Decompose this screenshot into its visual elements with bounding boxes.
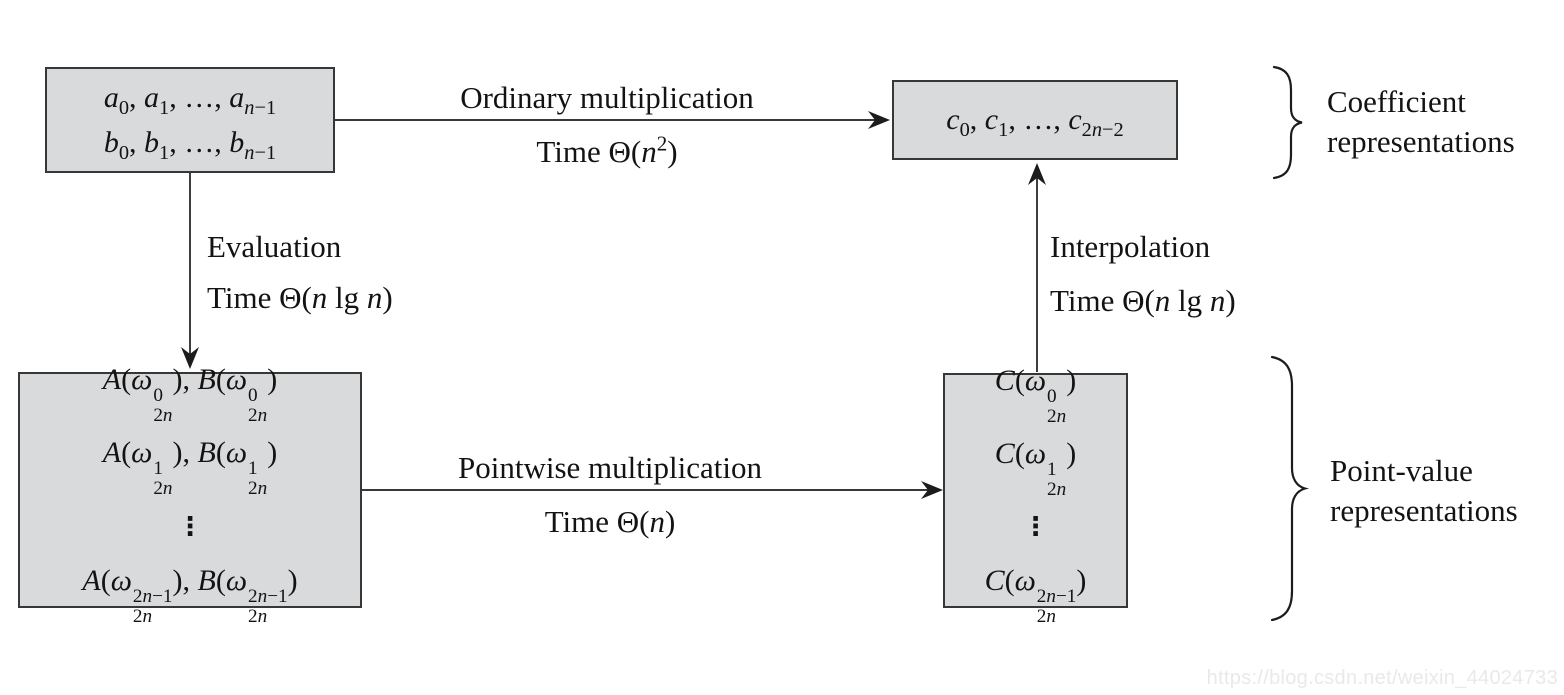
coefficients-c-line: c0, c1, …, c2n−2: [946, 103, 1124, 141]
csdn-watermark: https://blog.csdn.net/weixin_44024733: [1206, 667, 1558, 689]
point-value-representations-label: Point-value representations: [1330, 453, 1518, 528]
coefficients-b-line: b0, b1, …, bn−1: [103, 126, 277, 164]
arrowhead-up-icon: [1028, 163, 1046, 185]
interpolation-time: Time Θ(n lg n): [1050, 283, 1236, 318]
interpolation-arrow: [1028, 163, 1046, 372]
coefficients-c-box: c0, c1, …, c2n−2: [892, 80, 1178, 160]
ordinary-multiplication-time: Time Θ(n2): [536, 131, 678, 169]
ordinary-multiplication-label: Ordinary multiplication: [460, 80, 754, 115]
evaluation-time: Time Θ(n lg n): [207, 280, 393, 315]
pointwise-multiplication-label: Pointwise multiplication: [458, 450, 762, 485]
interpolation-label: Interpolation: [1050, 229, 1211, 264]
evaluation-label: Evaluation: [207, 229, 342, 264]
coefficients-ab-box: a0, a1, …, an−1 b0, b1, …, bn−1: [45, 67, 335, 173]
coefficients-a-line: a0, a1, …, an−1: [103, 81, 277, 119]
evaluation-arrow: [181, 173, 199, 369]
pointwise-multiplication-arrow: [362, 481, 943, 499]
arrowhead-down-icon: [181, 347, 199, 369]
pointwise-multiplication-time: Time Θ(n): [544, 504, 676, 539]
arrowhead-right-icon: [921, 481, 943, 499]
arrowhead-right-icon: [868, 111, 890, 129]
vertical-ellipsis: ⋮: [177, 511, 203, 542]
ordinary-multiplication-arrow: [335, 111, 890, 129]
point-value-brace: [1270, 355, 1310, 622]
coefficient-representations-label: Coefficient representations: [1327, 84, 1515, 159]
vertical-ellipsis: ⋮: [1022, 512, 1049, 543]
coefficient-brace: [1272, 65, 1303, 180]
